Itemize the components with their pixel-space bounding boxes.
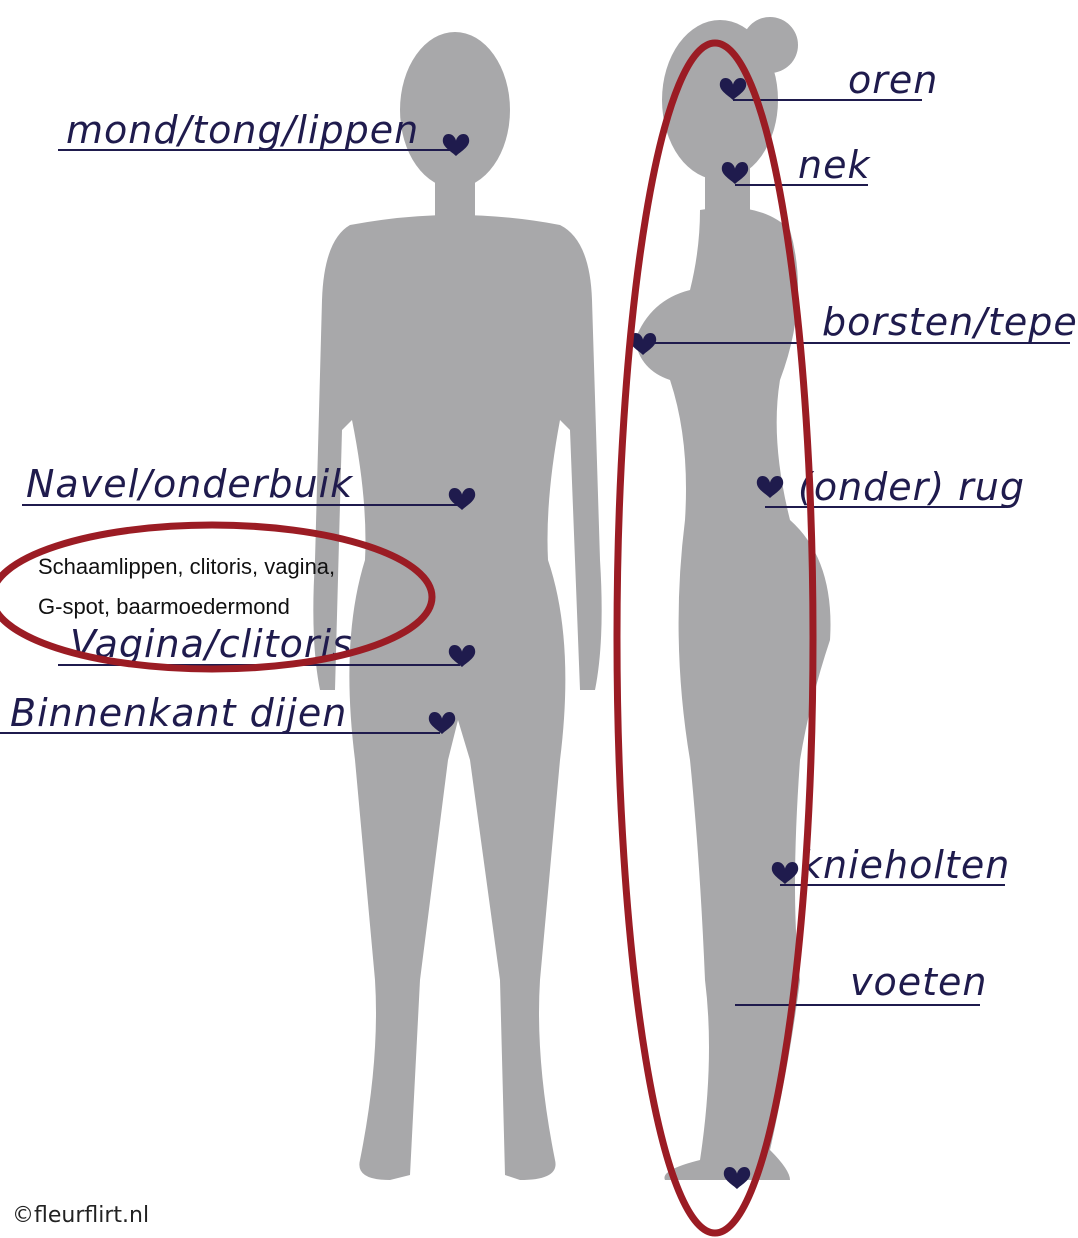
note-line-1: Schaamlippen, clitoris, vagina, — [38, 554, 335, 579]
front-silhouette — [313, 32, 601, 1180]
label-back: (onder) rug — [798, 465, 1025, 509]
label-feet: voeten — [850, 960, 987, 1004]
label-navel: Navel/onderbuik — [26, 462, 354, 506]
label-ears: oren — [848, 58, 938, 102]
label-knees: knieholten — [800, 843, 1010, 887]
copyright-text: ©fleurflirt.nl — [12, 1203, 149, 1228]
label-mouth: mond/tong/lippen — [66, 108, 419, 152]
label-breasts: borsten/tepels — [822, 300, 1078, 344]
note-line-2: G-spot, baarmoedermond — [38, 594, 290, 619]
label-neck: nek — [798, 143, 871, 187]
label-thighs: Binnenkant dijen — [10, 691, 347, 735]
